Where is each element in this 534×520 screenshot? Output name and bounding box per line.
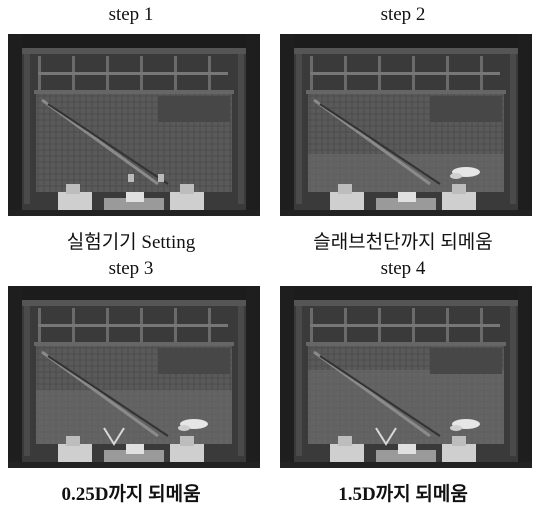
panel-step-4: step 4 1.5D까지 되메움 <box>272 258 534 516</box>
step-caption: 0.25D까지 되메움 <box>61 484 201 505</box>
step-label: step 1 <box>108 4 154 25</box>
test-apparatus-photo <box>8 286 260 468</box>
step-label: step 2 <box>380 4 426 25</box>
test-apparatus-photo <box>280 34 532 216</box>
step-label: step 4 <box>380 258 426 279</box>
panel-step-3: step 3 0.25D까지 되메움 <box>0 258 262 516</box>
test-apparatus-photo <box>280 286 532 468</box>
panel-step-1: step 1 실험기기 Setting <box>0 0 262 258</box>
step-caption: 슬래브천단까지 되메움 <box>313 232 493 253</box>
panel-step-2: step 2 슬래브천단까지 되메움 <box>272 0 534 258</box>
step-label: step 3 <box>108 258 154 279</box>
step-caption: 1.5D까지 되메움 <box>338 484 468 505</box>
step-caption: 실험기기 Setting <box>66 232 196 253</box>
test-apparatus-photo <box>8 34 260 216</box>
